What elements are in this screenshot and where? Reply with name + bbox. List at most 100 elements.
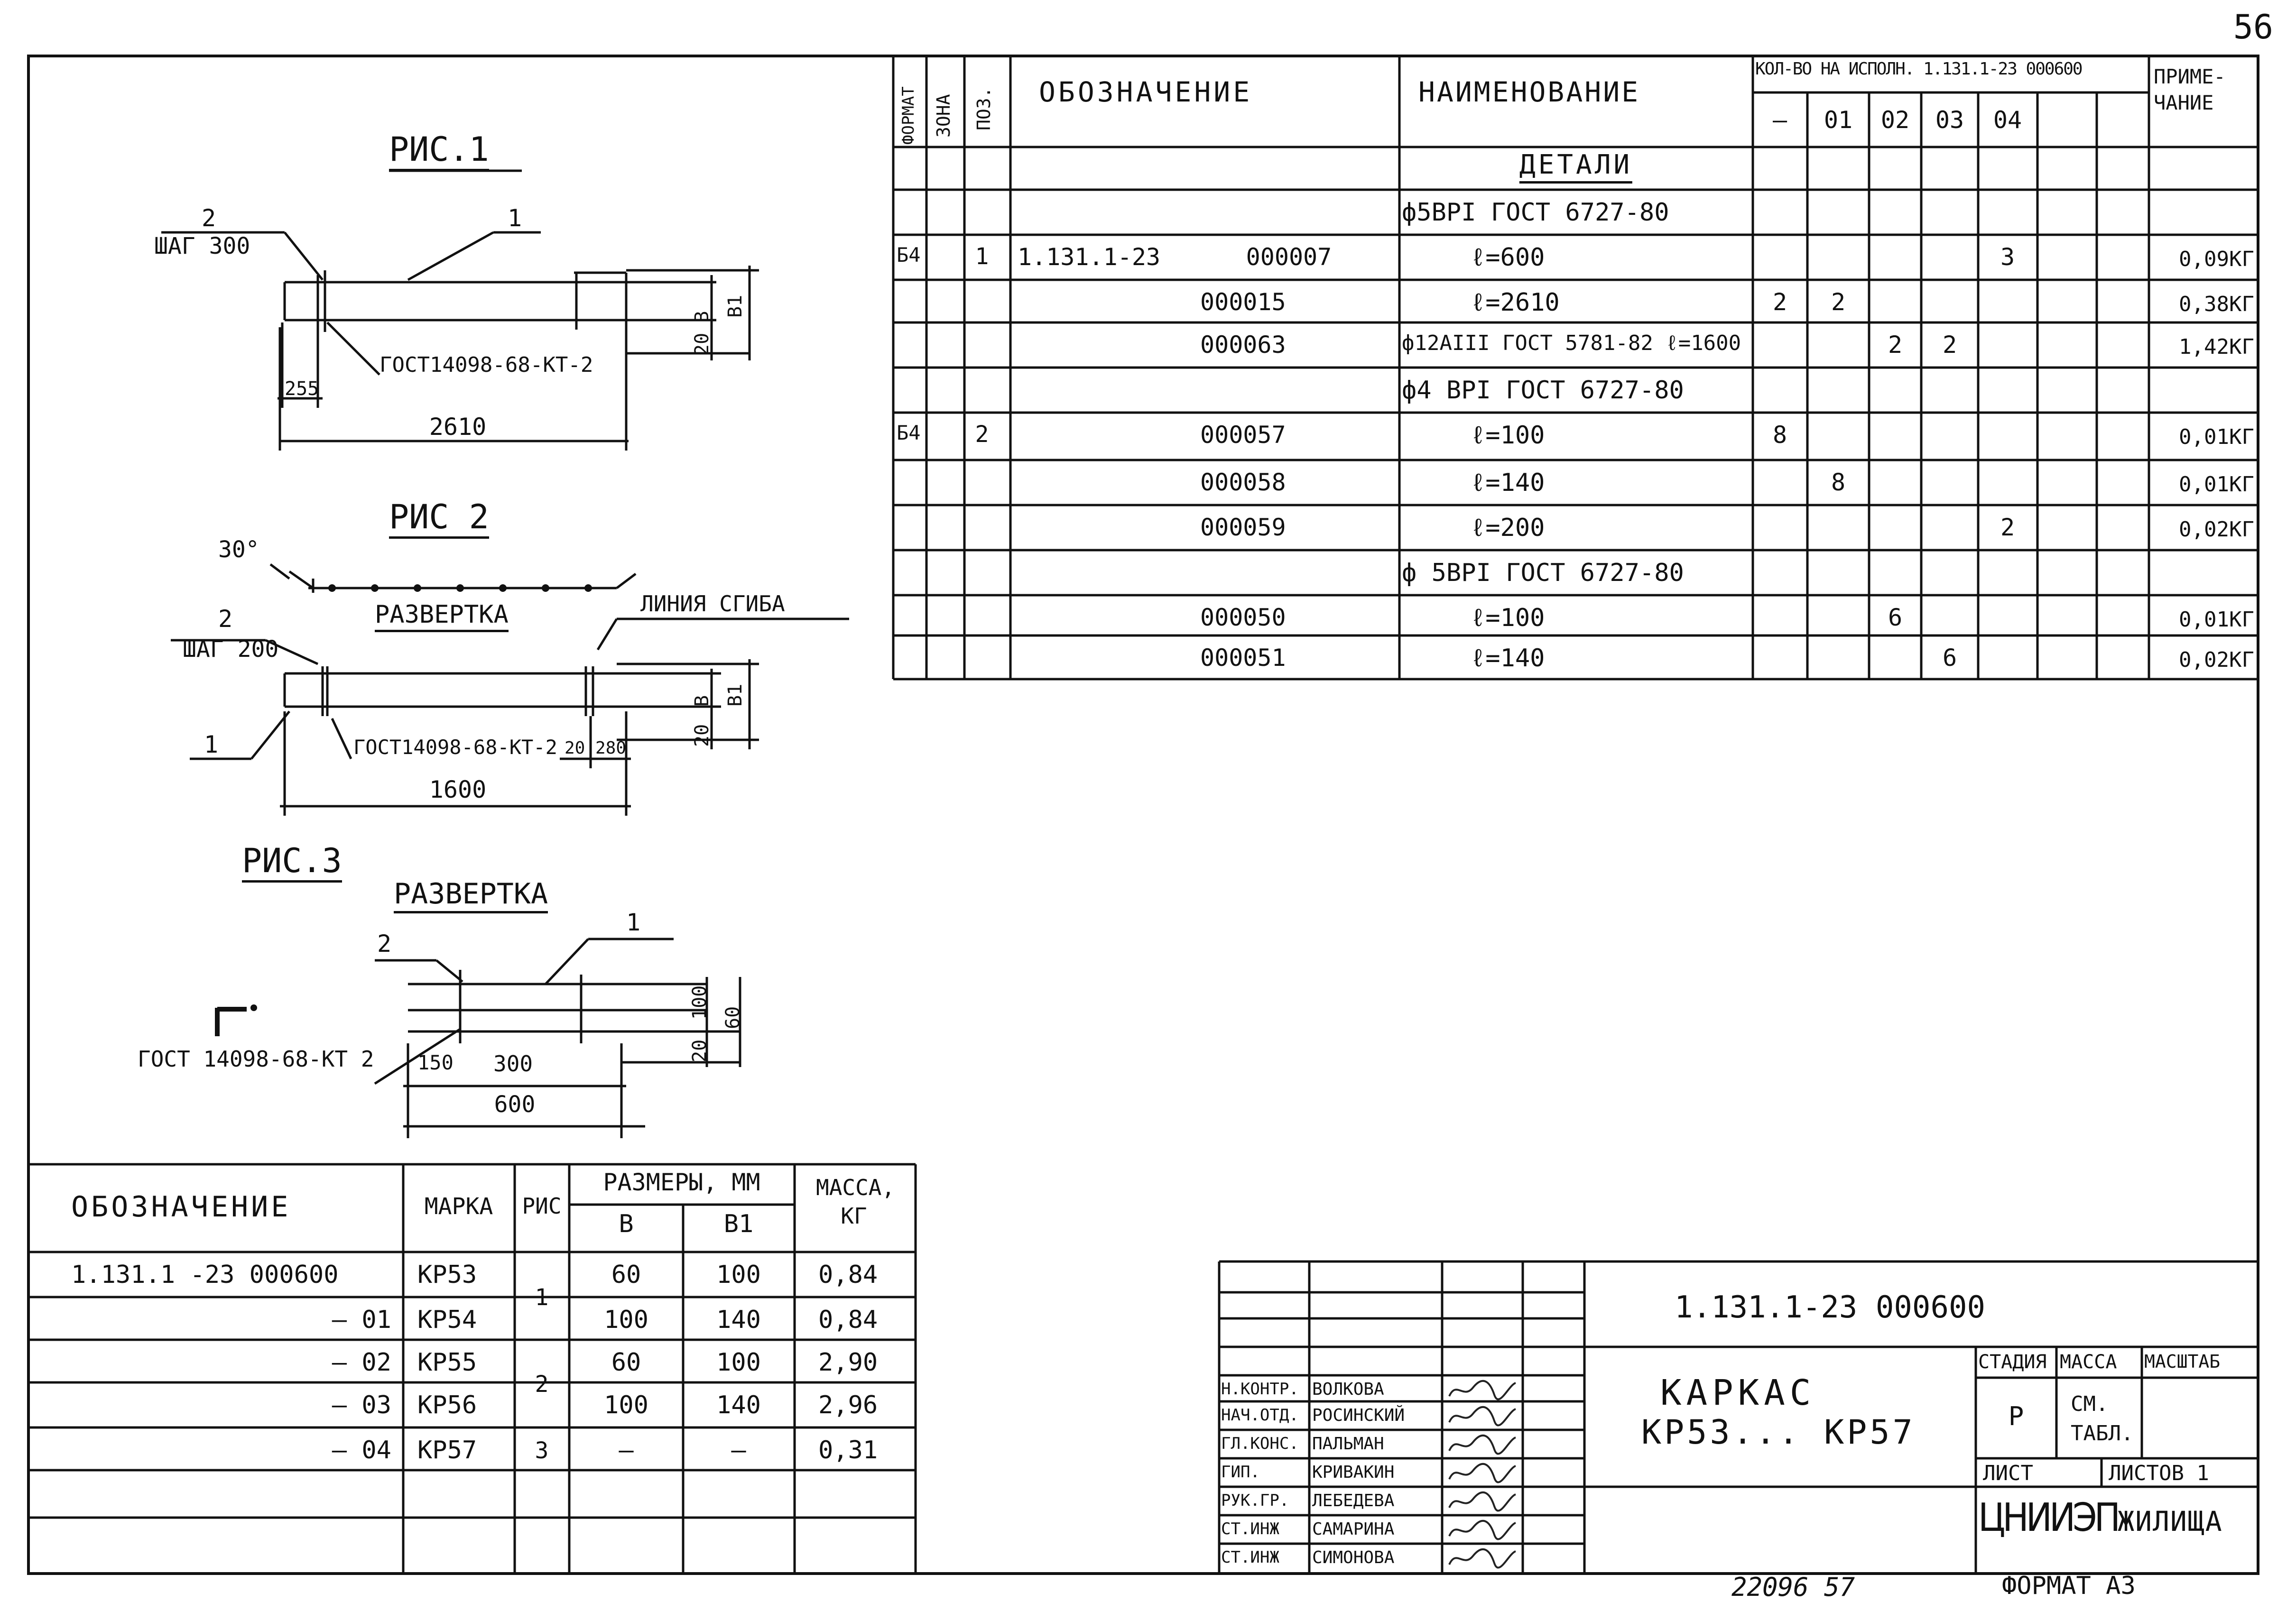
fig2-dim-total: 1600 <box>429 776 487 803</box>
figure-1-drawing <box>161 169 759 451</box>
marks-cell-b1: 100 <box>716 1348 761 1377</box>
signatory-role: ГЛ.КОНС. <box>1221 1434 1299 1453</box>
marks-cell-designation: — 04 <box>332 1436 391 1464</box>
fig2-dim-b1: В1 <box>724 683 746 707</box>
signatory-role: ГИП. <box>1221 1463 1260 1482</box>
fig2-dim-20a: 20 <box>565 738 585 758</box>
signature-mark <box>1447 1378 1518 1402</box>
spec-cell-name: ф5ВРI ГОСТ 6727-80 <box>1402 198 1669 227</box>
marks-cell-mark: КР55 <box>417 1348 477 1377</box>
spec-cell-name: ℓ=100 <box>1471 421 1545 450</box>
fig2-step-label: ШАГ 200 <box>183 636 279 663</box>
marks-header-mass: МАССА, КГ <box>816 1175 895 1229</box>
signatory-name: ПАЛЬМАН <box>1312 1434 1384 1454</box>
fig1-step-label: ШАГ 300 <box>154 233 250 259</box>
marks-cell-b1: — <box>731 1436 746 1464</box>
marks-cell-b: 100 <box>604 1306 648 1334</box>
spec-cell-designation: 000063 <box>1200 331 1286 359</box>
marks-cell-mass: 2,90 <box>818 1348 878 1377</box>
fig2-pos1-label: 1 <box>204 731 219 758</box>
fig1-pos2-label: 2 <box>202 204 216 232</box>
signature-mark <box>1447 1518 1518 1542</box>
signature-mark <box>1447 1404 1518 1428</box>
title-org: ЦНИИЭПЖИЛИЩА <box>1978 1499 2223 1538</box>
spec-cell-note: 0,01КГ <box>2179 425 2254 449</box>
marks-header-b1: В1 <box>723 1210 754 1238</box>
spec-cell-note: 0,01КГ <box>2179 472 2254 497</box>
spec-header-name: НАИМЕНОВАНИЕ <box>1418 76 1640 108</box>
fig1-pos1-label: 1 <box>508 204 522 232</box>
spec-cell-qty: 6 <box>1942 644 1957 672</box>
spec-section-title: ДЕТАЛИ <box>1519 152 1633 184</box>
footer-left-code: 22096 57 <box>1731 1572 1855 1602</box>
marks-cell-designation: 1.131.1 -23 000600 <box>71 1261 339 1289</box>
figure-3-drawing <box>374 938 741 1138</box>
spec-cell-format: Б4 <box>897 243 921 267</box>
title-org-name: ЦНИИЭП <box>1978 1495 2120 1540</box>
spec-cell-designation: 000015 <box>1200 288 1286 316</box>
marks-header-fig: РИС <box>522 1193 562 1219</box>
spec-header-pos: ПОЗ. <box>973 87 994 130</box>
fig2-gost-label: ГОСТ14098-68-КТ-2 <box>353 736 557 759</box>
signatory-role: Н.КОНТР. <box>1221 1380 1299 1399</box>
fig1-gost-label: ГОСТ14098-68-КТ-2 <box>380 353 593 377</box>
figure-1-title: РИС.1 <box>389 133 489 171</box>
marks-cell-mark: КР54 <box>417 1306 477 1334</box>
fig2-dim-20: 20 <box>691 724 713 747</box>
fig2-dim-b: В <box>691 695 713 707</box>
spec-variant-header: — <box>1772 106 1787 134</box>
spec-cell-designation: 000050 <box>1200 604 1286 631</box>
spec-header-zone: ЗОНА <box>933 94 954 138</box>
marks-cell-mark: КР56 <box>417 1391 477 1419</box>
fig3-dim-300: 300 <box>493 1051 533 1077</box>
marks-fig-group-3: 3 <box>535 1437 549 1464</box>
title-scale-header: МАСШТАБ <box>2144 1351 2221 1372</box>
spec-cell-qty: 2 <box>1942 331 1957 359</box>
spec-cell-name: ℓ=200 <box>1471 514 1545 542</box>
title-block-grid <box>1218 1260 2258 1574</box>
spec-cell-qty: 2 <box>2000 514 2015 541</box>
spec-cell-qty: 3 <box>2000 243 2015 271</box>
spec-cell-name: ℓ=140 <box>1471 644 1545 672</box>
spec-variant-header: 04 <box>1993 106 2022 134</box>
spec-cell-name: ℓ=140 <box>1471 469 1545 497</box>
marks-cell-b: 60 <box>611 1348 641 1377</box>
spec-cell-note: 0,02КГ <box>2179 517 2254 542</box>
spec-cell-name: ф4 ВРI ГОСТ 6727-80 <box>1402 376 1684 405</box>
spec-cell-note: 1,42КГ <box>2179 335 2254 359</box>
marks-header-b: В <box>619 1210 634 1238</box>
marks-fig-group-2: 2 <box>535 1371 549 1398</box>
spec-cell-designation: 000059 <box>1200 514 1286 541</box>
spec-cell-designation: 000057 <box>1200 421 1286 449</box>
fig2-pos2-label: 2 <box>218 605 233 633</box>
spec-cell-note: 0,02КГ <box>2179 648 2254 672</box>
spec-header-designation: ОБОЗНАЧЕНИЕ <box>1039 76 1253 108</box>
signature-mark <box>1447 1490 1518 1513</box>
signature-mark <box>1447 1433 1518 1456</box>
marks-cell-b: — <box>619 1436 634 1464</box>
signatory-role: НАЧ.ОТД. <box>1221 1406 1299 1425</box>
signatory-name: ВОЛКОВА <box>1312 1380 1384 1399</box>
spec-header-note: ПРИМЕ-ЧАНИЕ <box>2154 65 2226 114</box>
spec-cell-pos: 2 <box>975 421 989 448</box>
marks-cell-b: 100 <box>604 1391 648 1419</box>
spec-cell-name: ℓ=2610 <box>1471 288 1560 317</box>
spec-cell-format: Б4 <box>897 421 921 444</box>
spec-cell-name: ℓ=100 <box>1471 604 1545 632</box>
fig1-dim-b: В <box>691 311 713 322</box>
marks-header-designation: ОБОЗНАЧЕНИЕ <box>71 1190 291 1224</box>
fig3-dim-60: 60 <box>722 1006 744 1029</box>
outer-frame <box>27 55 2259 1575</box>
title-stage-header: СТАДИЯ <box>1978 1351 2047 1373</box>
title-name-line1: КАРКАС <box>1660 1372 1816 1413</box>
footer-format: ФОРМАТ А3 <box>2002 1572 2136 1600</box>
marks-cell-mass: 0,31 <box>818 1436 878 1464</box>
marks-cell-b1: 100 <box>716 1261 761 1289</box>
marks-cell-mark: КР57 <box>417 1436 477 1464</box>
title-org-suffix: ЖИЛИЩА <box>2118 1505 2223 1538</box>
marks-cell-mass: 2,96 <box>818 1391 878 1419</box>
fig3-gost-label: ГОСТ 14098-68-КТ 2 <box>138 1046 374 1072</box>
fig1-dim-b1: В1 <box>724 295 746 318</box>
signatory-role: СТ.ИНЖ <box>1221 1519 1279 1538</box>
marks-header-sizes: РАЗМЕРЫ, ММ <box>603 1169 760 1196</box>
